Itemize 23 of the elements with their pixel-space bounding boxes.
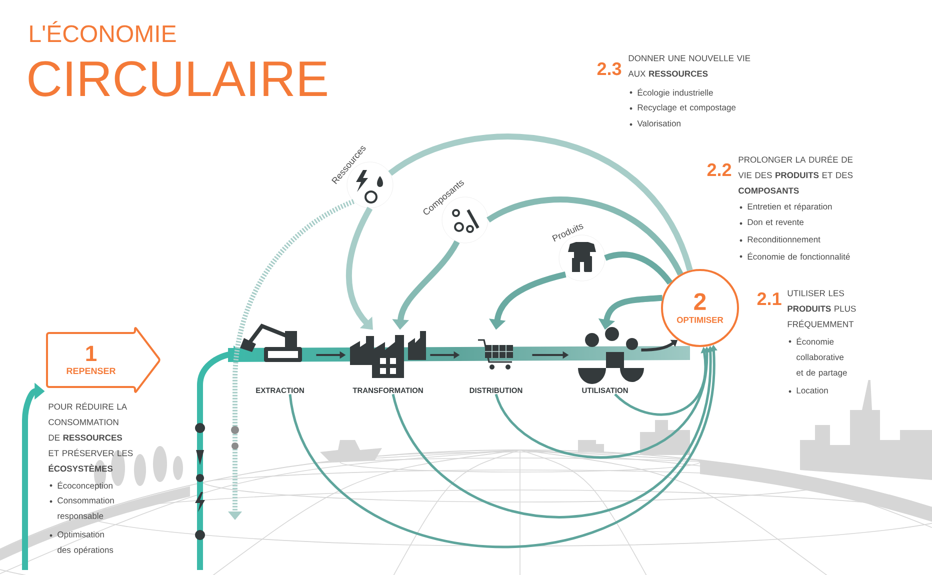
bullet-item: Consommation responsable	[50, 497, 114, 521]
bullet-item: Don et revente	[740, 219, 804, 226]
arrow-box: 1 REPENSER	[46, 327, 160, 393]
section-number: 2.2	[707, 163, 732, 176]
arrow	[346, 206, 373, 330]
bullet-item: Écologie industrielle	[630, 88, 713, 98]
bullet-item: Écoconception	[50, 481, 112, 490]
section-heading: UTILISER LES PRODUITS PLUS FRÉQUEMMENT	[788, 290, 856, 329]
bullet-item: Valorisation	[630, 120, 680, 126]
bullet-item: Reconditionnement	[740, 236, 820, 242]
bullet-item: Optimisation des opérations	[50, 531, 114, 555]
bullet-item: Économie de fonctionnalité	[740, 252, 850, 260]
bullet-item: Recyclage et compostage	[630, 104, 736, 112]
section-heading: DONNER UNE NOUVELLE VIE AUX RESSOURCES	[628, 55, 750, 77]
section-number: 2.3	[597, 62, 622, 76]
title: CIRCULAIRE	[28, 61, 327, 96]
bullet-item: Entretien et réparation	[740, 203, 832, 212]
bullet-item: Économie collaborative et de partage	[788, 337, 847, 378]
bullet-item: Location	[788, 387, 828, 394]
section-heading: PROLONGER LA DURÉE DE VIE DES PRODUITS ET DES COMPOSANTS	[738, 155, 853, 194]
section-number: 2.1	[757, 292, 782, 305]
title: L'ÉCONOMIE	[30, 21, 176, 42]
section-heading: POUR RÉDUIRE LA CONSOMMATION DE RESSOURCES ET PRÉSERVER LES ÉCOSYSTÈMES	[48, 402, 133, 472]
